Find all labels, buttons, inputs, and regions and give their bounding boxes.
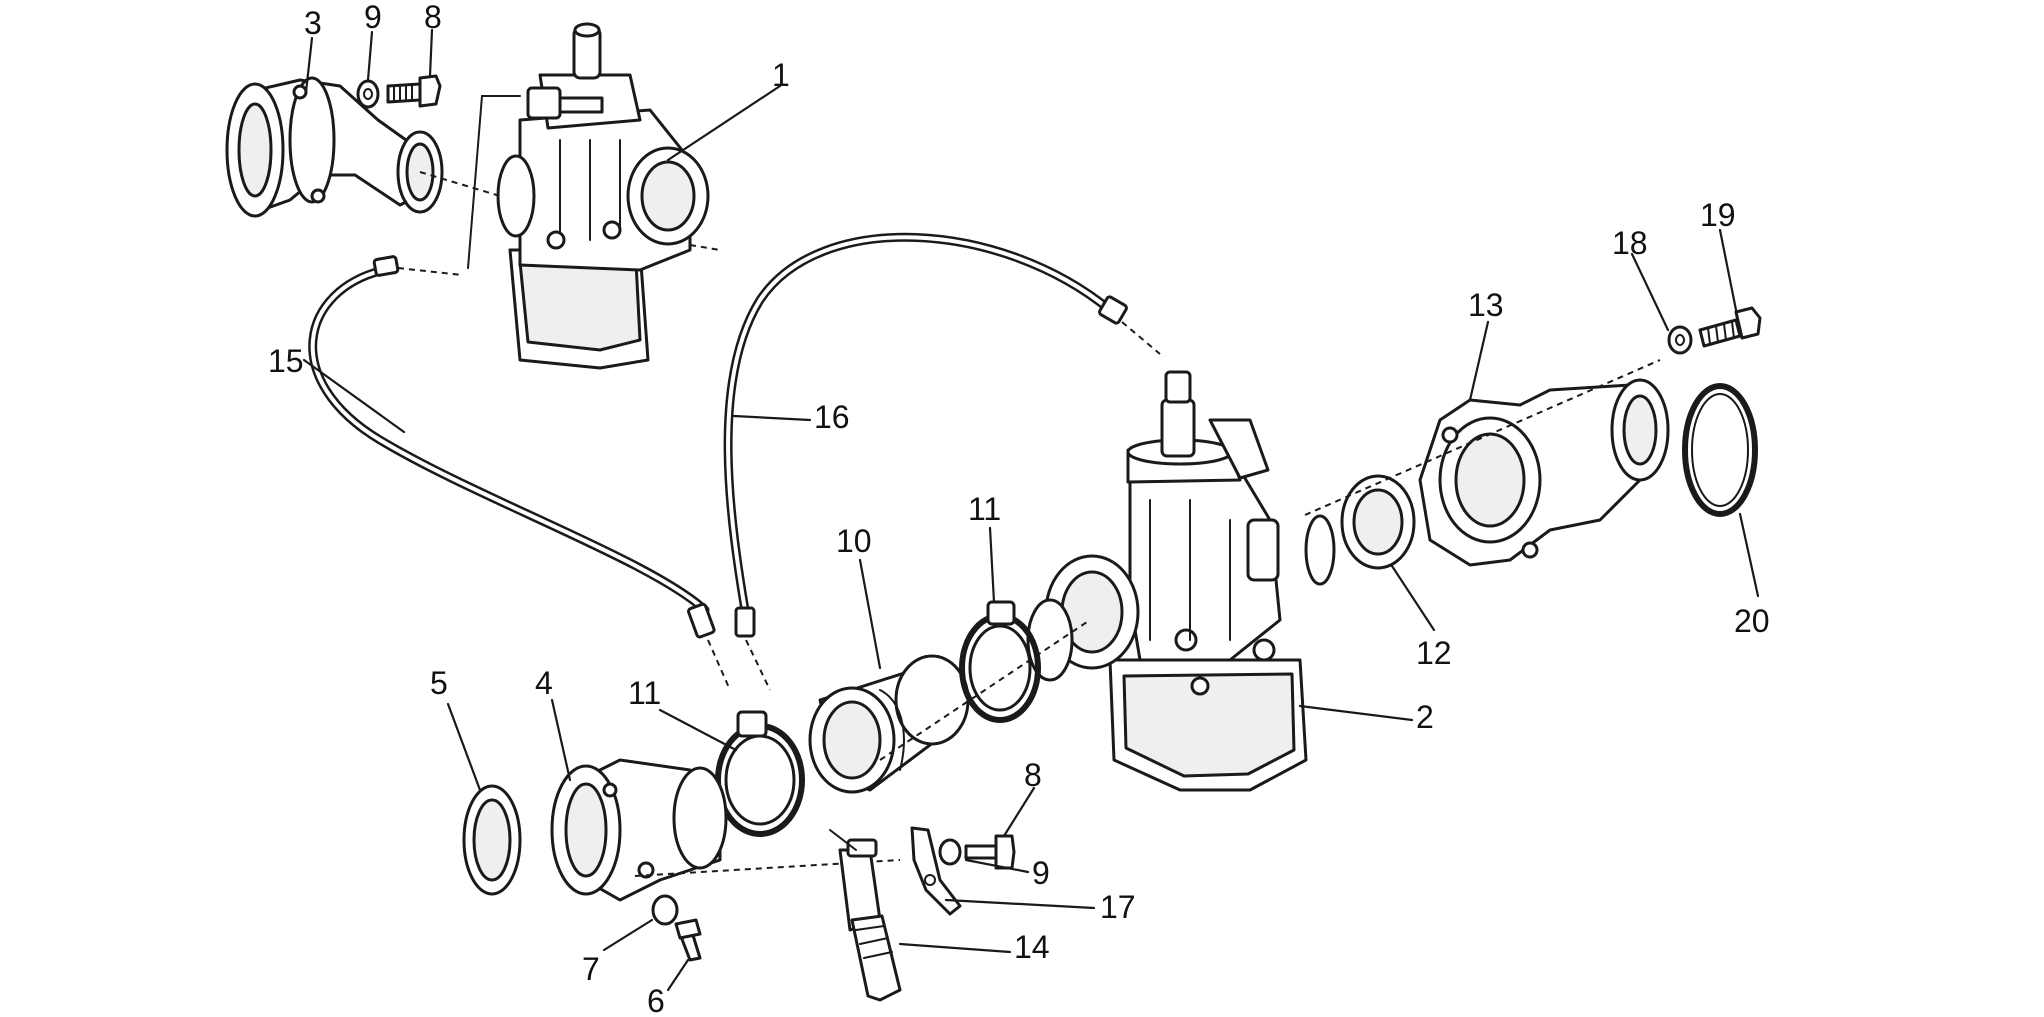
callout-6: 6 (647, 983, 665, 1017)
callout-9-top: 9 (364, 0, 382, 35)
callout-labels: 1 2 3 4 5 6 7 8 8 9 9 10 11 11 12 13 14 … (268, 0, 1770, 1017)
callout-1: 1 (772, 57, 790, 93)
callout-18: 18 (1612, 225, 1648, 261)
callout-9-mid: 9 (1032, 855, 1050, 891)
carburetor-right (1026, 370, 1336, 792)
axis-line-center (879, 619, 1091, 761)
throttle-cable-left (308, 255, 731, 691)
intake-manifold-top (225, 76, 444, 218)
gasket-ring (462, 784, 522, 896)
leader-lines (302, 28, 1760, 992)
callout-10: 10 (836, 523, 872, 559)
callout-20: 20 (1734, 603, 1770, 639)
throttle-cable-center (723, 232, 1161, 691)
washer-top (356, 79, 380, 109)
clamp-ring-right (1682, 383, 1758, 517)
bolt-lower (674, 918, 702, 962)
callout-11-upper: 11 (968, 491, 1001, 527)
axis-line-right (1304, 359, 1661, 516)
intake-manifold-right (1418, 378, 1670, 567)
axis-line-top-b (689, 244, 721, 251)
callout-11-lower: 11 (628, 675, 661, 711)
callout-4: 4 (535, 665, 553, 701)
bolt-mid (964, 834, 1016, 870)
callout-12: 12 (1416, 635, 1452, 671)
washer-mid (938, 838, 962, 866)
carburetor-top (496, 22, 710, 370)
washer-lower (651, 894, 679, 926)
callout-16: 16 (814, 399, 850, 435)
hose-clamp-lower (715, 710, 805, 837)
bolt-top (386, 74, 442, 108)
callout-2: 2 (1416, 699, 1434, 735)
rubber-sleeve-right (1340, 474, 1416, 570)
washer-right (1667, 325, 1693, 355)
callout-17: 17 (1100, 889, 1136, 925)
cable-guide-line-top (467, 95, 521, 269)
rubber-connector (808, 654, 970, 794)
hose-clamp-upper (959, 600, 1041, 723)
axis-line-top-a (419, 171, 501, 197)
bolt-right (1698, 306, 1762, 348)
cable-bracket (910, 826, 962, 916)
callout-8-top: 8 (424, 0, 442, 35)
callout-14: 14 (1014, 929, 1050, 965)
callout-19: 19 (1700, 197, 1736, 233)
cable-adjuster (838, 838, 902, 1002)
callout-8-mid: 8 (1024, 757, 1042, 793)
intake-manifold-lower (550, 758, 728, 902)
callout-7: 7 (582, 951, 600, 987)
callout-13: 13 (1468, 287, 1504, 323)
callout-15: 15 (268, 343, 304, 379)
callout-5: 5 (430, 665, 448, 701)
callout-3: 3 (304, 5, 322, 41)
adjuster-link (829, 829, 857, 851)
